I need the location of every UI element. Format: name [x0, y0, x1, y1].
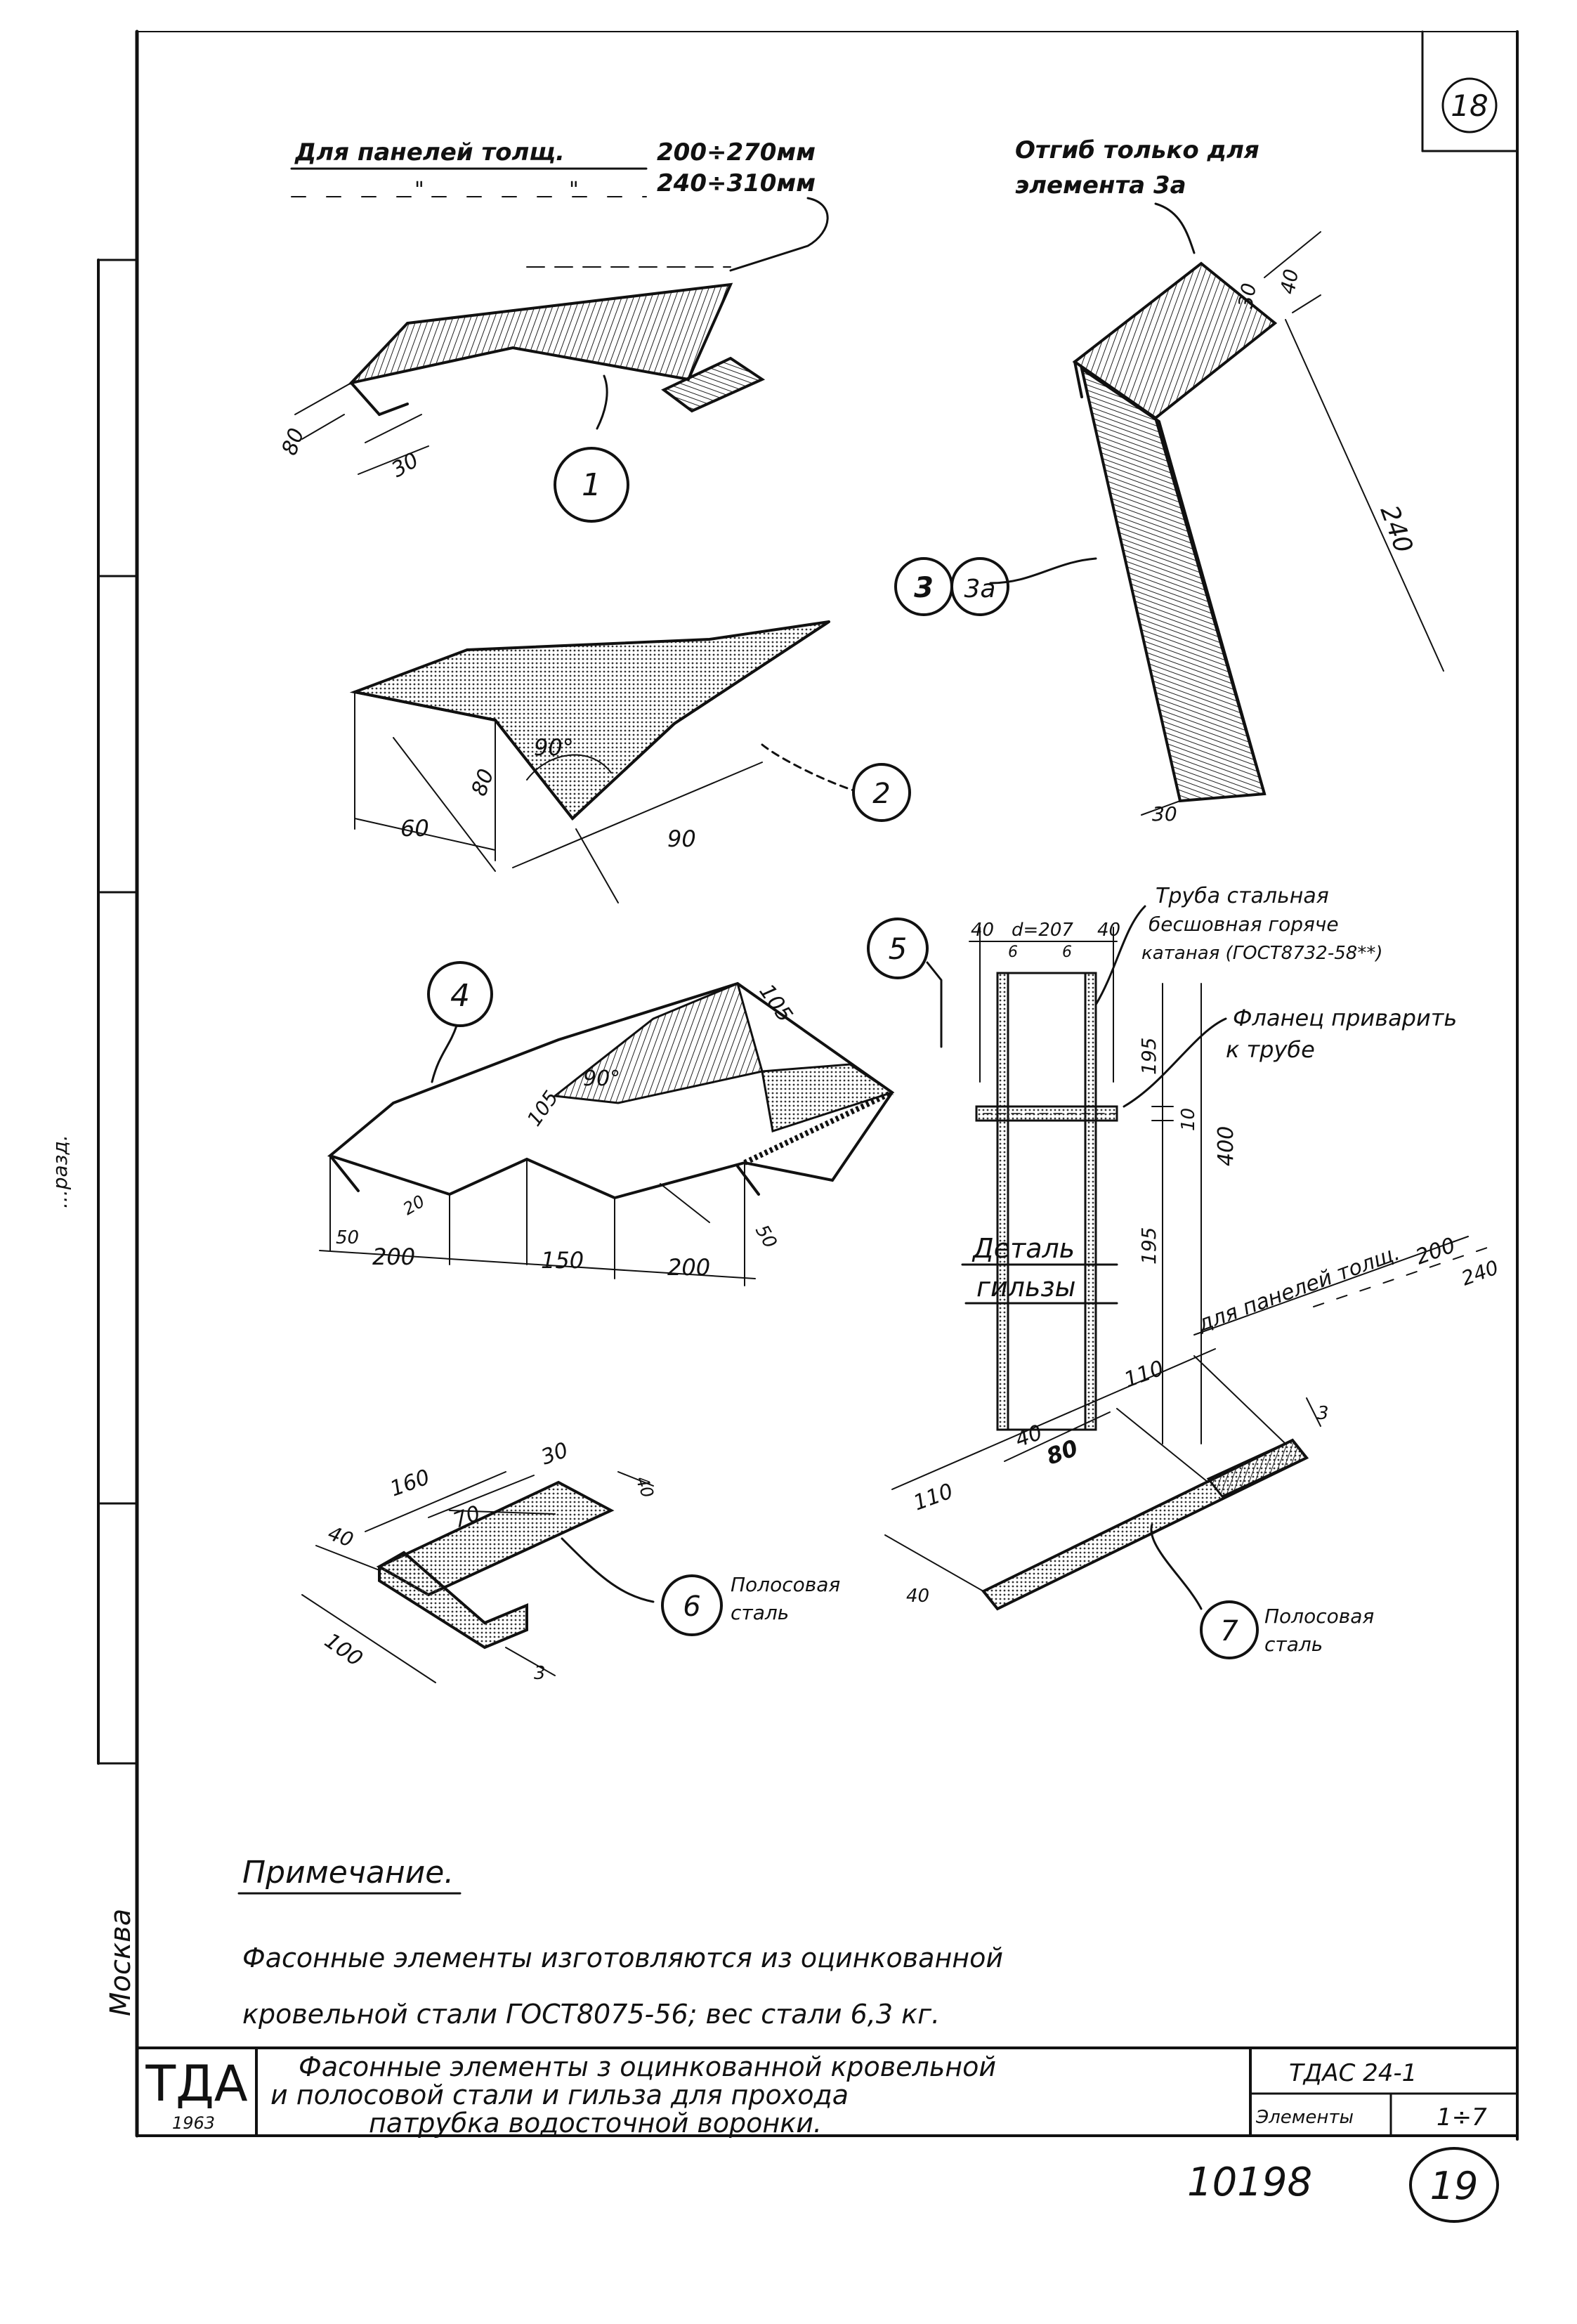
element-7-note-value2: 240	[1458, 1255, 1502, 1290]
element-4-dim-20: 20	[400, 1192, 428, 1220]
element-4-dim-50b: 50	[751, 1222, 781, 1253]
element-2-dim-90: 90	[667, 825, 696, 852]
element-5-pipe-wall-left	[996, 972, 1009, 1431]
element-5-callout: 5	[889, 932, 908, 966]
element-3-dim-30: 30	[1234, 281, 1261, 310]
element-6-dim-160: 160	[387, 1465, 433, 1501]
element-5-dim-10: 10	[1178, 1108, 1199, 1131]
element-2-callout: 2	[872, 778, 890, 810]
element-6-dim-40b: 40	[632, 1473, 657, 1500]
element-3-dim-30b: 30	[1152, 802, 1177, 825]
element-6-label-line2: сталь	[731, 1601, 789, 1624]
title-block-logo: ТДА	[145, 2055, 247, 2113]
element-5-title-line1: Деталь	[971, 1233, 1075, 1264]
element-7-callout: 7	[1220, 1615, 1238, 1647]
sheet-number-top-text: 18	[1451, 89, 1488, 123]
element-3-callout-a: 3	[914, 572, 934, 604]
element-4-angle: 90°	[583, 1066, 620, 1091]
title-block-line3: патрубка водосточной воронки.	[369, 2108, 822, 2139]
element-7-note-line1: для панелей толщ.	[1194, 1241, 1403, 1337]
page-number: 19	[1430, 2164, 1479, 2208]
title-block-elements-value: 1÷7	[1437, 2103, 1487, 2132]
element-5-flange-note-line1: Фланец приварить	[1233, 1005, 1457, 1031]
element-5-drawing: 5 40 d=207 6 6 40 Труба стальная бесшовн…	[867, 884, 1457, 1444]
element-5-title-line2: гильзы	[976, 1272, 1076, 1303]
element-3-dim-40: 40	[1276, 267, 1303, 296]
note-line1: Фасонные элементы изготовляются из оцинк…	[242, 1943, 1003, 1973]
element-7-note-value1: 200	[1413, 1233, 1459, 1269]
element-7-dim-40b: 40	[906, 1586, 929, 1607]
element-7-dim-110a: 110	[910, 1479, 957, 1515]
element-3-drawing: Отгиб только для элемента 3а 30 40 240 3…	[894, 136, 1444, 825]
sheet-frame	[97, 30, 1519, 2141]
element-2-dim-60: 60	[400, 815, 429, 842]
element-1-callout: 1	[582, 467, 601, 503]
element-3-callout-b: 3а	[964, 575, 996, 603]
element-5-dim-195b: 195	[1137, 1227, 1160, 1265]
archive-number: 10198	[1187, 2160, 1312, 2205]
element-5-dim-400: 400	[1214, 1126, 1238, 1166]
element-5-dim-195a: 195	[1137, 1038, 1160, 1075]
element-6-dim-40a: 40	[325, 1522, 357, 1552]
element-5-dim-d: d=207	[1012, 920, 1073, 941]
title-block: ТДА 1963 Фасонные элементы з оцинкованно…	[136, 2046, 1519, 2139]
archive-stamp: 10198 19	[1187, 2147, 1499, 2223]
element-1-ditto-a: "	[414, 178, 424, 202]
element-5-dim-40a: 40	[971, 920, 994, 941]
element-6-callout: 6	[683, 1591, 700, 1623]
element-4-callout: 4	[450, 978, 470, 1014]
sheet-number-top: 18	[1441, 77, 1498, 133]
element-5-pipe-note-line1: Труба стальная	[1156, 884, 1329, 908]
element-6-label-line1: Полосовая	[731, 1573, 840, 1596]
element-6-dim-100: 100	[320, 1628, 367, 1672]
element-7-dim-80: 80	[1043, 1435, 1082, 1470]
element-5-dim-6a: 6	[1008, 944, 1018, 961]
element-5-dim-6b: 6	[1062, 944, 1072, 961]
drawing-note: Примечание. Фасонные элементы изготовляю…	[237, 1855, 1003, 2030]
element-6-drawing: 40 160 70 30 40 100 3 6 Полосовая сталь	[301, 1438, 840, 1684]
element-4-dim-200a: 200	[372, 1243, 415, 1270]
element-2-angle: 90°	[534, 734, 574, 761]
title-block-year: 1963	[172, 2113, 215, 2133]
element-6-dim-3: 3	[534, 1663, 546, 1684]
element-1-note-line1: Для панелей толщ.	[294, 138, 565, 167]
element-3-note-line2: элемента 3а	[1015, 171, 1186, 200]
element-2-dim-80: 80	[467, 766, 499, 799]
element-5-pipe-note-line2: бесшовная горяче	[1149, 913, 1339, 936]
element-1-ditto-b: "	[569, 178, 579, 202]
element-4-dim-50a: 50	[336, 1227, 359, 1248]
element-4-dim-200b: 200	[667, 1254, 710, 1281]
title-block-code: ТДАС 24-1	[1289, 2059, 1417, 2087]
element-4-dim-150: 150	[541, 1247, 584, 1274]
element-5-pipe-wall-right	[1084, 972, 1097, 1431]
element-1-dim-30: 30	[388, 448, 424, 483]
element-1-drawing: Для панелей толщ. 200÷270мм 240÷310мм " …	[277, 138, 829, 523]
element-7-label-line1: Полосовая	[1264, 1605, 1374, 1628]
element-6-dim-30: 30	[538, 1438, 572, 1470]
element-4-dim-105b: 105	[523, 1086, 563, 1130]
title-block-line1: Фасонные элементы з оцинкованной кровель…	[299, 2051, 996, 2082]
title-block-elements-label: Элементы	[1255, 2107, 1354, 2128]
note-heading: Примечание.	[242, 1855, 454, 1891]
element-7-dim-110b: 110	[1121, 1356, 1167, 1392]
note-line2: кровельной стали ГОСТ8075-56; вес стали …	[242, 1999, 940, 2030]
element-1-dim-80: 80	[277, 425, 310, 459]
element-3-dim-240: 240	[1375, 502, 1418, 557]
margin-city: Москва	[105, 1909, 137, 2016]
element-3-note-line1: Отгиб только для	[1015, 136, 1259, 164]
title-block-line2: и полосовой стали и гильза для прохода	[270, 2080, 849, 2110]
element-4-drawing: 4 105 105 90° 50 20 200 150 200 50	[319, 961, 895, 1286]
element-7-label-line2: сталь	[1264, 1633, 1323, 1656]
margin-stamp: ...разд.	[48, 1135, 72, 1208]
element-5-dim-40b: 40	[1097, 920, 1120, 941]
element-1-note-value2: 240÷310мм	[657, 169, 816, 197]
element-5-pipe-note-line3: катаная (ГОСТ8732-58**)	[1141, 943, 1382, 964]
element-1-note-value1: 200÷270мм	[657, 138, 816, 167]
element-5-flange-note-line2: к трубе	[1226, 1036, 1315, 1063]
element-2-drawing: 60 80 90° 90 2	[349, 620, 911, 903]
element-7-dim-3: 3	[1317, 1403, 1329, 1424]
